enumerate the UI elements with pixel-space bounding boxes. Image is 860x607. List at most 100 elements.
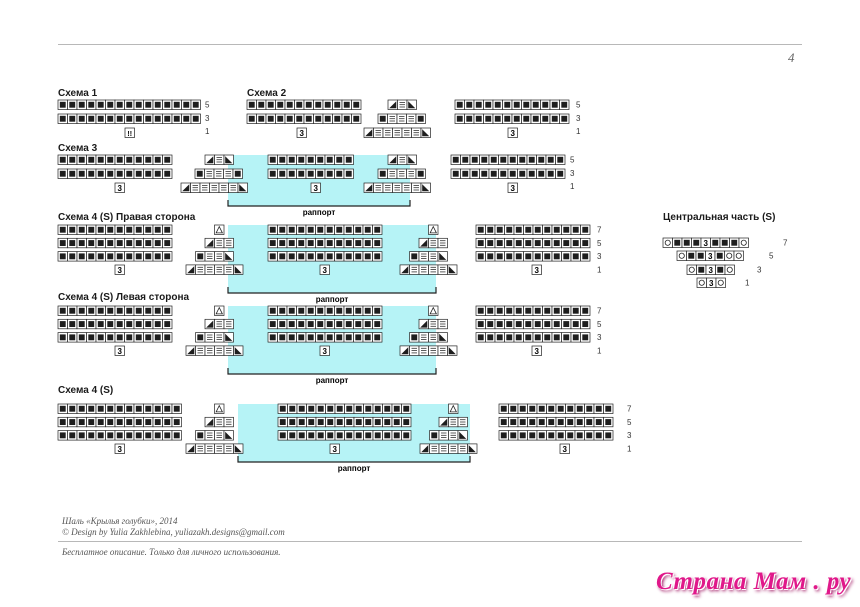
- chart-cell: [494, 251, 505, 262]
- purl-mark: [547, 156, 554, 163]
- chart-cell: [315, 318, 326, 330]
- chart-cell: [372, 332, 383, 343]
- purl-mark: [500, 432, 507, 439]
- purl-mark: [326, 321, 333, 327]
- purl-mark: [534, 226, 541, 233]
- purl-mark: [145, 334, 152, 341]
- row-number: 5: [627, 418, 632, 427]
- chart-cell: [540, 99, 551, 110]
- chart-cell: [296, 168, 307, 179]
- purl-mark: [173, 405, 180, 412]
- chart-cell: [696, 277, 707, 288]
- purl-mark: [308, 419, 315, 425]
- purl-mark: [164, 240, 171, 246]
- chart-cell: [204, 332, 215, 343]
- purl-mark: [365, 405, 372, 412]
- purl-mark: [164, 419, 171, 425]
- chart-cell: 3: [706, 277, 717, 288]
- row-number: 3: [597, 333, 602, 342]
- purl-mark: [553, 334, 560, 341]
- purl-mark: [519, 170, 526, 177]
- chart-cell: [305, 318, 316, 330]
- purl-mark: [116, 334, 123, 341]
- purl-mark: [496, 240, 503, 246]
- purl-mark: [197, 432, 204, 439]
- chart-cell: [483, 113, 494, 124]
- purl-mark: [364, 307, 371, 314]
- chart-cell: [473, 113, 484, 124]
- purl-mark: [374, 226, 381, 233]
- chart-cell: [315, 237, 326, 249]
- chart-cell: [143, 168, 154, 179]
- decrease-left-mark: [187, 266, 195, 274]
- chart-cell: [105, 168, 116, 179]
- chart-cell: [284, 113, 295, 124]
- chart-cell: [133, 251, 144, 262]
- row-number: 5: [597, 239, 602, 248]
- chart-cell: [580, 332, 591, 343]
- chart-cell: [114, 430, 125, 441]
- purl-mark: [97, 307, 104, 314]
- chart-cell: [555, 403, 566, 414]
- purl-mark: [97, 419, 104, 425]
- chart-cell: [267, 318, 278, 330]
- purl-mark: [326, 170, 333, 177]
- row-number: 3: [576, 114, 581, 123]
- chart-cell: [86, 318, 97, 330]
- chart-cell: [305, 251, 316, 262]
- purl-mark: [534, 321, 541, 327]
- chart-cell: [580, 318, 591, 330]
- purl-mark: [317, 170, 324, 177]
- chart-cell: [296, 224, 307, 235]
- purl-mark: [88, 321, 95, 327]
- double-decrease-mark: [449, 404, 458, 413]
- purl-mark: [510, 405, 517, 412]
- chart-cell: [315, 168, 326, 179]
- chart-cell: [428, 224, 439, 235]
- row-number: 1: [576, 127, 581, 136]
- purl-mark: [586, 419, 593, 425]
- chart-cell: [454, 99, 465, 110]
- chart-cell: [57, 403, 68, 414]
- purl-mark: [523, 115, 530, 122]
- chart-cell: [536, 154, 547, 165]
- purl-mark: [289, 419, 296, 425]
- chart-cell: [483, 99, 494, 110]
- chart-cell: [204, 168, 215, 179]
- purl-mark: [336, 156, 343, 163]
- chart-cell: [277, 318, 288, 330]
- chart-cell: [67, 305, 78, 316]
- chart-cell: [396, 113, 407, 124]
- cell-box: [329, 443, 340, 454]
- purl-mark: [164, 321, 171, 327]
- chart-cell: [67, 224, 78, 235]
- chart-cell: [574, 403, 585, 414]
- chart-cell: [343, 224, 354, 235]
- chart-cell: [95, 332, 106, 343]
- chart-cell: [114, 224, 125, 235]
- purl-mark: [298, 156, 305, 163]
- chart-cell: [428, 264, 439, 275]
- chart-cell: [57, 332, 68, 343]
- yarn-over-mark: [735, 252, 742, 259]
- chart-cell: [527, 430, 538, 441]
- chart-cell: [392, 127, 403, 138]
- purl-mark: [547, 170, 554, 177]
- purl-mark: [107, 170, 114, 177]
- purl-mark: [525, 307, 532, 314]
- chart-cell: [133, 430, 144, 441]
- cell-box: [319, 345, 330, 356]
- purl-mark: [384, 432, 391, 439]
- purl-mark: [59, 156, 66, 163]
- chart-cell: [162, 99, 173, 110]
- chart-cell: [86, 305, 97, 316]
- row-number: 7: [783, 239, 788, 248]
- purl-mark: [411, 253, 418, 260]
- chart-cell: [392, 182, 403, 193]
- purl-mark: [135, 156, 142, 163]
- decrease-right-mark: [422, 184, 430, 192]
- cell-box: [124, 127, 135, 138]
- purl-mark: [59, 226, 66, 233]
- chart-cell: [401, 430, 412, 441]
- cell-box: [507, 127, 518, 138]
